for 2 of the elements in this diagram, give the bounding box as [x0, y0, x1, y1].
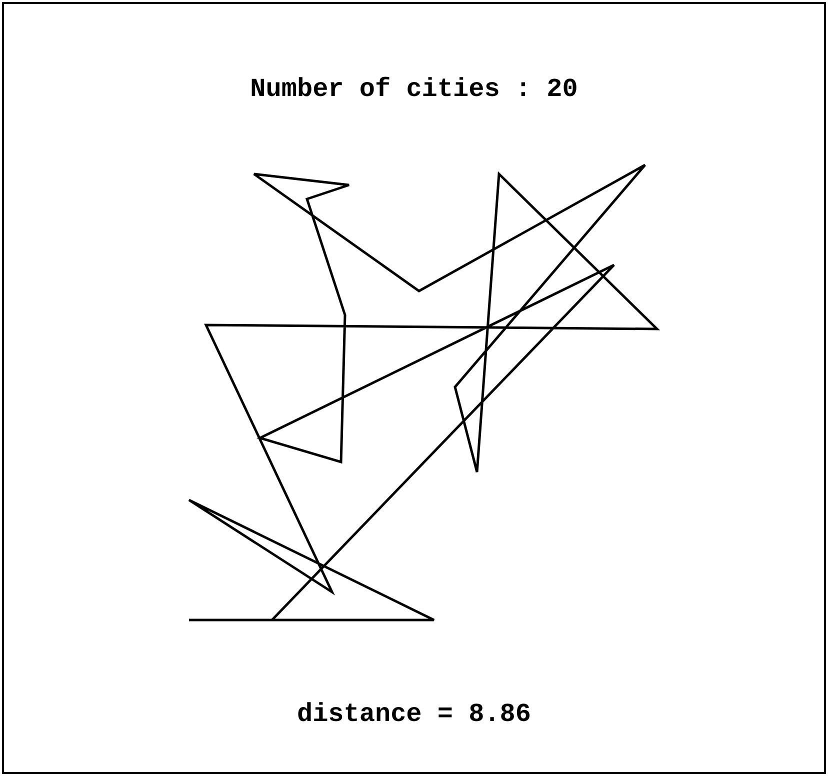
title: Number of cities : 20 [249, 74, 579, 104]
caption: distance = 8.86 [296, 699, 532, 729]
